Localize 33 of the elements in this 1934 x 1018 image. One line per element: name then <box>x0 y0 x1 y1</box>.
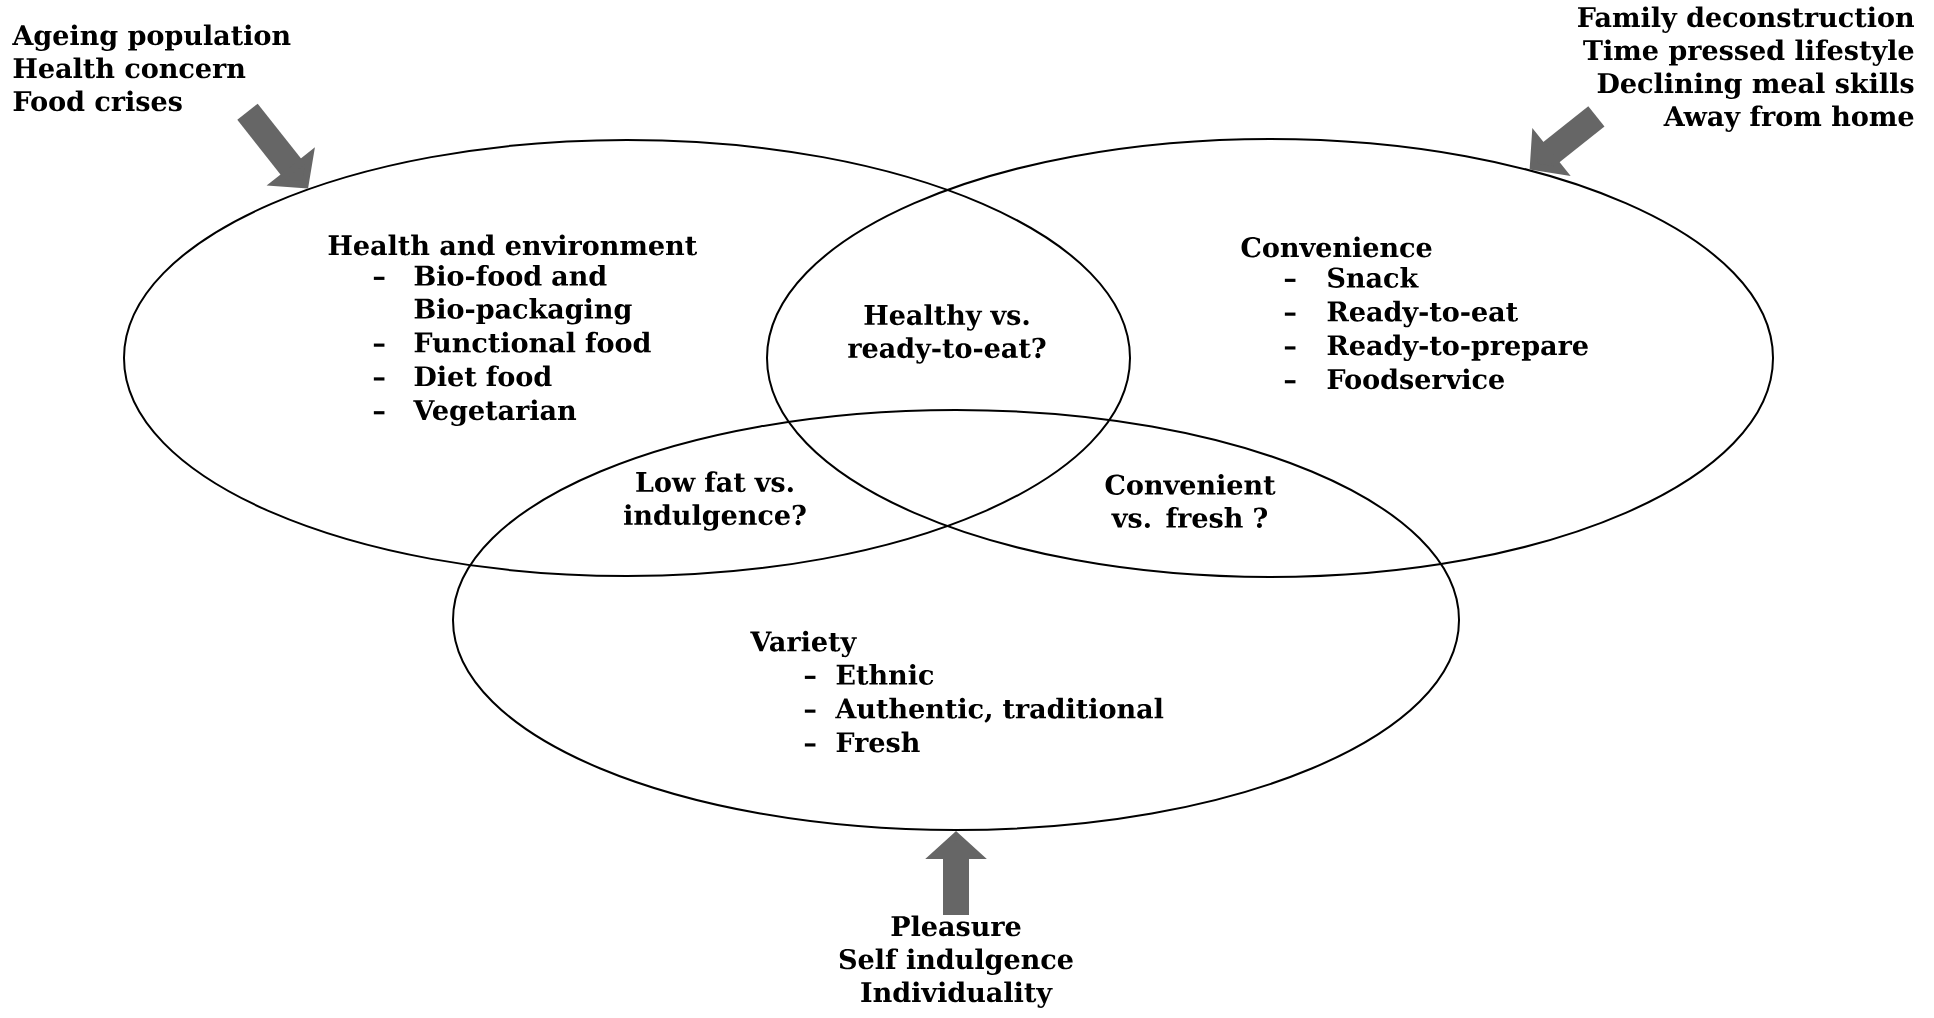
list-item: Bio-food and Bio-packaging <box>414 265 632 325</box>
driver-text: Ageing population Health concern Food crises <box>12 24 291 112</box>
list-item: Authentic, traditional <box>835 697 1164 723</box>
heading: Convenience <box>1241 236 1432 258</box>
list-item: Functional food <box>414 331 651 353</box>
list-dash: – <box>1284 380 1296 384</box>
list-dash: – <box>373 411 385 415</box>
overlap-label: Healthy vs. ready-to-eat? <box>848 304 1046 364</box>
overlap-label: Convenient vs. fresh ? <box>1105 474 1276 528</box>
block-arrow <box>237 103 315 189</box>
list-dash: – <box>373 276 385 280</box>
list-dash: – <box>804 675 816 679</box>
list-item: Fresh <box>836 731 920 753</box>
list-dash: – <box>1284 346 1296 350</box>
driver-text: Pleasure Self indulgence Individuality <box>839 915 1073 1008</box>
heading: Health and environment <box>328 234 698 256</box>
list-item: Ready-to-prepare <box>1327 334 1588 362</box>
list-dash: – <box>373 343 385 347</box>
list-dash: – <box>804 709 816 713</box>
list-item: Ready-to-eat <box>1327 300 1518 328</box>
list-dash: – <box>1284 278 1296 282</box>
heading: Variety <box>750 630 857 658</box>
list-item: Foodservice <box>1327 368 1504 390</box>
list-item: Ethnic <box>836 664 934 685</box>
overlap-label: Low fat vs. indulgence? <box>624 471 806 531</box>
list-item: Vegetarian <box>413 399 577 426</box>
list-dash: – <box>1284 312 1296 316</box>
list-dash: – <box>373 377 385 381</box>
list-item: Snack <box>1328 267 1419 288</box>
block-arrow <box>1529 106 1605 177</box>
list-item: Diet food <box>414 365 552 387</box>
list-dash: – <box>804 743 816 747</box>
driver-text: Family deconstruction Time pressed lifestyle Declining meal skills Away from home <box>1578 6 1914 132</box>
